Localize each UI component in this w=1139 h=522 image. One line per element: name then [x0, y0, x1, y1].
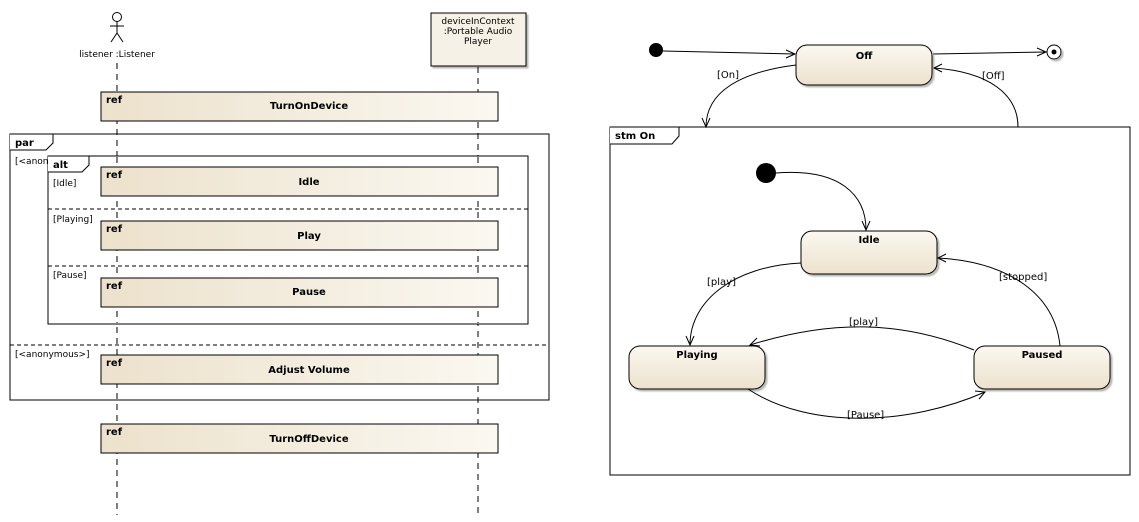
ref-keyword: ref: [106, 170, 123, 181]
device-lifeline-head[interactable]: deviceInContext :Portable Audio Player: [430, 12, 527, 67]
state-off-label: Off: [856, 51, 874, 62]
par-guard-2: [<anonymous>]: [15, 350, 90, 360]
initial-pseudostate[interactable]: [649, 43, 663, 57]
transition-off[interactable]: [932, 63, 1019, 128]
ref-keyword: ref: [106, 427, 123, 438]
alt-keyword: alt: [53, 160, 68, 171]
par-keyword: par: [15, 138, 34, 149]
ref-keyword: ref: [106, 281, 123, 292]
ref-keyword: ref: [106, 95, 123, 106]
transition-idle-to-playing[interactable]: [685, 262, 802, 347]
state-idle[interactable]: Idle: [800, 230, 938, 275]
transition-play-label-2: [play]: [849, 317, 878, 328]
ref-keyword: ref: [106, 358, 123, 369]
transition-inner-initial-to-idle[interactable]: [775, 171, 871, 232]
state-paused[interactable]: Paused: [973, 345, 1111, 390]
ref-turn-on-device[interactable]: ref TurnOnDevice: [100, 91, 499, 122]
transition-on-label: [On]: [717, 70, 739, 81]
stick-figure-icon: [110, 12, 124, 43]
transition-paused-to-playing[interactable]: [748, 326, 975, 351]
composite-state-on[interactable]: stm On: [609, 126, 1131, 476]
device-label-line1: deviceInContext: [441, 17, 515, 27]
ref-adjust-volume[interactable]: ref Adjust Volume: [100, 354, 499, 385]
transition-on[interactable]: [701, 64, 797, 129]
ref-label: TurnOffDevice: [269, 434, 348, 445]
par-fragment[interactable]: par [<anonymous>] [<anonymous>]: [9, 133, 550, 401]
listener-actor[interactable]: listener :Listener: [79, 12, 155, 61]
ref-idle[interactable]: ref Idle: [100, 166, 499, 197]
transition-off-label: [Off]: [982, 71, 1005, 82]
ref-turn-off-device[interactable]: ref TurnOffDevice: [100, 423, 499, 454]
alt-guard-pause: [Pause]: [53, 271, 87, 281]
transition-stopped-label: [stopped]: [999, 272, 1047, 283]
state-paused-label: Paused: [1022, 350, 1063, 361]
ref-label: Idle: [298, 177, 319, 188]
ref-label: Adjust Volume: [268, 365, 350, 376]
listener-label: listener :Listener: [79, 50, 155, 60]
transition-pause-label: [Pause]: [847, 410, 884, 421]
transition-play-label-1: [play]: [707, 277, 736, 288]
transition-off-to-final[interactable]: [932, 47, 1048, 57]
ref-label: Play: [297, 231, 321, 242]
ref-label: Pause: [292, 287, 326, 298]
ref-play[interactable]: ref Play: [100, 220, 499, 251]
state-playing-label: Playing: [676, 350, 717, 361]
inner-initial-pseudostate[interactable]: [756, 163, 776, 183]
ref-label: TurnOnDevice: [270, 101, 348, 112]
par-guard-1: [<anonymous>]: [15, 157, 90, 167]
alt-guard-playing: [Playing]: [53, 215, 93, 225]
state-playing[interactable]: Playing: [628, 345, 766, 390]
composite-state-label: stm On: [615, 131, 655, 142]
device-label-line2: :Portable Audio: [444, 27, 513, 37]
device-label-line3: Player: [464, 37, 492, 47]
state-off[interactable]: Off: [795, 44, 933, 86]
ref-pause[interactable]: ref Pause: [100, 277, 499, 308]
final-state[interactable]: [1046, 44, 1062, 60]
alt-guard-idle: [Idle]: [53, 179, 76, 189]
ref-keyword: ref: [106, 224, 123, 235]
state-idle-label: Idle: [858, 235, 879, 246]
transition-initial-to-off[interactable]: [662, 49, 797, 59]
transition-paused-to-idle[interactable]: [936, 253, 1061, 347]
transition-playing-to-paused[interactable]: [747, 388, 987, 419]
